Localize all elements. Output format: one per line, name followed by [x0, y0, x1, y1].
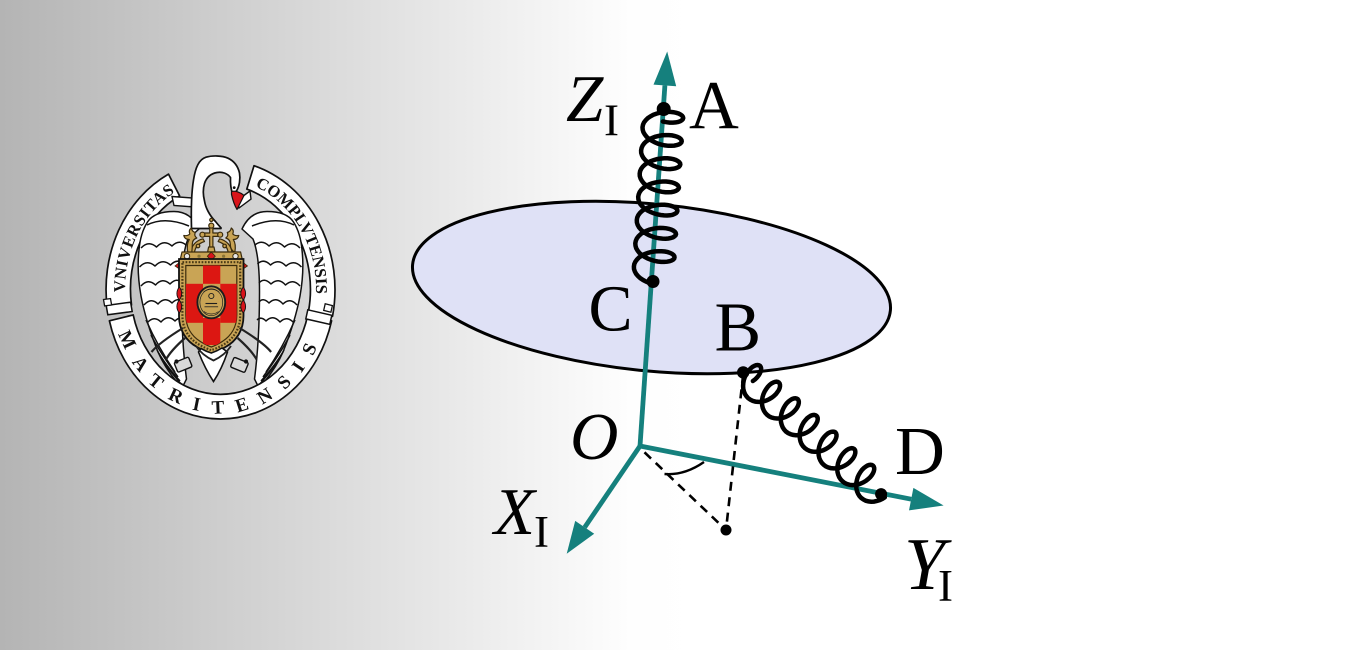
svg-text:Z: Z	[566, 62, 604, 136]
svg-text:C: C	[589, 273, 633, 346]
svg-text:A: A	[689, 67, 739, 143]
svg-text:I: I	[604, 95, 619, 145]
svg-text:D: D	[895, 413, 945, 489]
svg-text:I: I	[534, 507, 549, 557]
svg-text:B: B	[715, 290, 762, 367]
svg-text:I: I	[938, 561, 953, 611]
svg-text:X: X	[491, 475, 538, 549]
svg-text:Y: Y	[904, 524, 952, 606]
svg-text:O: O	[570, 400, 618, 474]
